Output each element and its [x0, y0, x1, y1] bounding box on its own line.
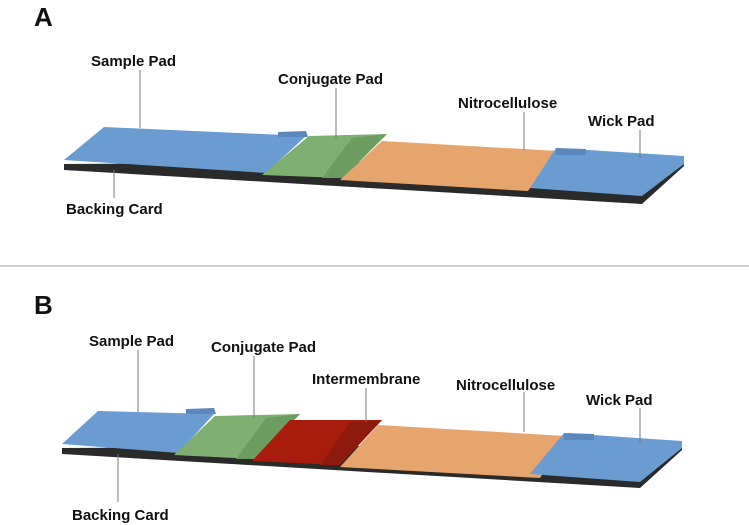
panel-b-sample-pad-step	[186, 408, 216, 414]
panel-a-sample-pad-step	[278, 131, 308, 137]
panel-b-letter: B	[34, 290, 53, 320]
panel-b-nitrocellulose-label: Nitrocellulose	[456, 377, 555, 394]
panel-b-conjugate-pad-label: Conjugate Pad	[211, 339, 316, 356]
panel-b-wick-pad-label: Wick Pad	[586, 392, 653, 409]
panel-a-backing-card-label: Backing Card	[66, 201, 163, 218]
panel-a-wick-pad-step	[556, 148, 586, 155]
panel-b: B Sample Pad Conjugate Pad Intermembrane…	[34, 290, 682, 524]
panel-b-sample-pad	[62, 411, 214, 453]
panel-a: A Sample Pad Conjugate Pad Nitrocellulos…	[34, 2, 684, 218]
panel-b-nitrocellulose	[340, 425, 566, 478]
panel-b-intermembrane-overlap	[320, 420, 382, 465]
panel-b-intermembrane-label: Intermembrane	[312, 371, 420, 388]
panel-a-sample-pad	[64, 127, 306, 173]
panel-a-nitrocellulose	[340, 141, 558, 191]
panel-a-nitrocellulose-label: Nitrocellulose	[458, 95, 557, 112]
panel-a-conjugate-pad-overlap	[322, 134, 387, 178]
panel-a-sample-pad-label: Sample Pad	[91, 53, 176, 70]
panel-b-wick-pad-step	[564, 433, 594, 440]
panel-b-sample-pad-label: Sample Pad	[89, 333, 174, 350]
panel-a-letter: A	[34, 2, 53, 32]
panel-b-wick-pad	[530, 433, 682, 482]
panel-a-conjugate-pad-label: Conjugate Pad	[278, 71, 383, 88]
panel-b-conjugate-pad-overlap	[236, 414, 300, 459]
panel-a-wick-pad	[530, 148, 684, 196]
panel-a-wick-pad-label: Wick Pad	[588, 113, 655, 130]
panel-b-backing-card-label: Backing Card	[72, 507, 169, 524]
